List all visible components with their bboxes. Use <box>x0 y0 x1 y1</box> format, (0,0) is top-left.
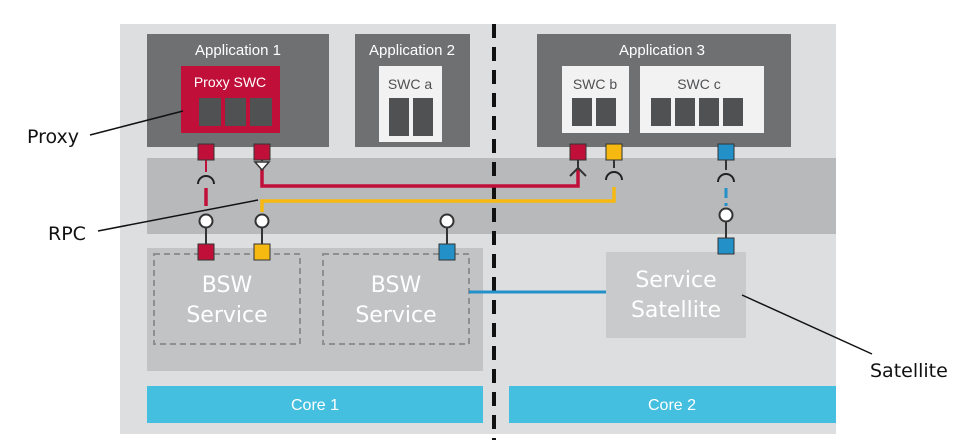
rpc-yellow-line <box>260 187 616 212</box>
swc-a: SWC a <box>379 66 442 142</box>
core-2-bar: Core 2 <box>509 386 836 423</box>
application-3-title: Application 3 <box>619 42 705 59</box>
service-satellite-line1: Service <box>635 268 716 293</box>
blue-port <box>717 237 735 255</box>
swc-b: SWC b <box>562 66 629 133</box>
red-port <box>197 243 215 261</box>
blue-port <box>438 243 456 261</box>
red-port <box>569 143 587 161</box>
swc-c-slot <box>723 98 743 126</box>
bsw-service-1: BSW Service <box>153 253 301 345</box>
proxy-swc: Proxy SWC <box>181 66 280 133</box>
provided-port-ball <box>198 213 214 229</box>
application-1: Application 1 Proxy SWC <box>147 34 329 147</box>
service-satellite-line2: Satellite <box>631 298 721 323</box>
swc-a-label: SWC a <box>388 76 433 92</box>
proxy-callout-label: Proxy <box>27 126 79 148</box>
swc-b-label: SWC b <box>573 76 618 92</box>
proxy-callout-line <box>89 110 184 136</box>
socket-symbol <box>605 171 623 181</box>
service-satellite: Service Satellite <box>606 252 746 338</box>
socket-symbol <box>197 175 215 185</box>
provided-port-ball <box>254 213 270 229</box>
rpc-red-line <box>260 168 580 188</box>
bsw-service-2-line2: Service <box>355 303 436 328</box>
proxy-swc-slot <box>225 98 246 126</box>
swc-c-slot <box>699 98 719 126</box>
provided-port-ball <box>718 207 734 223</box>
bsw-service-1-line2: Service <box>186 303 267 328</box>
swc-b-slot <box>572 98 592 126</box>
yellow-port <box>253 243 271 261</box>
red-port <box>197 143 215 161</box>
red-port <box>253 143 271 161</box>
swc-a-slot <box>389 98 409 136</box>
bsw-service-1-line1: BSW <box>202 273 253 298</box>
swc-a-slot <box>413 98 433 136</box>
application-3: Application 3 SWC b SWC c <box>537 34 791 147</box>
proxy-swc-label: Proxy SWC <box>194 74 266 90</box>
satellite-callout-label: Satellite <box>870 360 948 382</box>
core-1-label: Core 1 <box>291 397 339 414</box>
provided-port-ball <box>439 213 455 229</box>
core-2-label: Core 2 <box>648 397 696 414</box>
swc-c-slot <box>651 98 671 126</box>
rpc-callout-line <box>97 199 259 232</box>
proxy-swc-slot <box>250 98 272 126</box>
application-1-title: Application 1 <box>195 42 281 59</box>
fork-port-symbol <box>569 166 587 177</box>
swc-c-label: SWC c <box>677 76 721 92</box>
blue-port <box>717 143 735 161</box>
swc-b-slot <box>596 98 616 126</box>
yellow-port <box>605 143 623 161</box>
bsw-service-2-line1: BSW <box>371 273 422 298</box>
bsw-area <box>147 248 483 371</box>
swc-c-slot <box>675 98 695 126</box>
application-2-title: Application 2 <box>369 42 455 59</box>
application-2: Application 2 SWC a <box>355 34 470 147</box>
triangle-port-symbol <box>253 161 271 172</box>
core-1-bar: Core 1 <box>147 386 483 423</box>
satellite-callout-line <box>741 294 873 355</box>
proxy-swc-slot <box>199 98 221 126</box>
rte-band <box>147 158 836 234</box>
bsw-service-2: BSW Service <box>322 253 470 345</box>
socket-symbol <box>717 173 735 183</box>
swc-c: SWC c <box>640 66 764 133</box>
rpc-callout-label: RPC <box>48 223 86 245</box>
